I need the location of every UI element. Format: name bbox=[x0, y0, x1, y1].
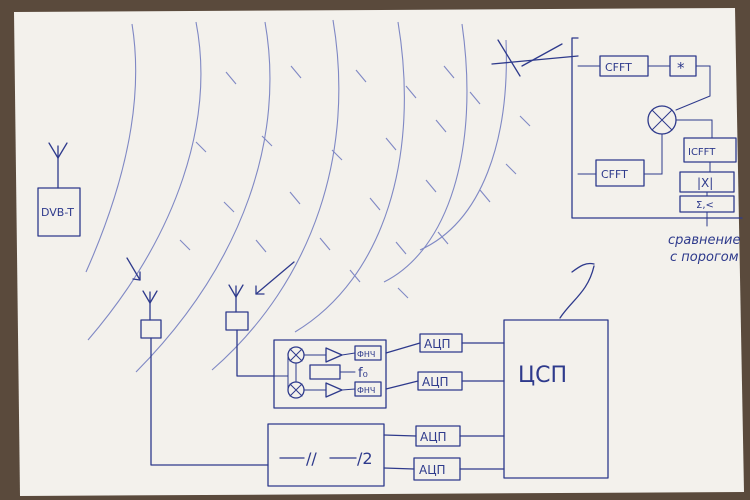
threshold-label: Σ,< bbox=[696, 200, 714, 211]
cfft-bottom-box bbox=[595, 159, 645, 187]
adc-1-label: АЦП bbox=[424, 337, 451, 351]
delay-line-block: // /2 bbox=[267, 423, 385, 487]
adc-3-label: АЦП bbox=[420, 430, 447, 444]
detail-bracket bbox=[571, 37, 743, 219]
abs-label: |X| bbox=[697, 176, 713, 190]
dvbt-box bbox=[37, 187, 81, 237]
correlator-detail: CFFT * CFFT ICFFT |X| Σ,< сравнение с по… bbox=[491, 37, 743, 265]
delay-mark-1: // bbox=[306, 449, 317, 468]
wave-ticks bbox=[179, 65, 531, 299]
iq-block-frame bbox=[273, 339, 387, 409]
compare-caption-line2: с порогом bbox=[670, 250, 739, 265]
dsp-label: ЦСП bbox=[518, 363, 567, 388]
lpf-bottom-label: ФНЧ bbox=[357, 386, 375, 395]
receive-antenna-2 bbox=[225, 261, 295, 331]
adc-4-label: АЦП bbox=[419, 463, 446, 477]
cfft-bottom-label: CFFT bbox=[601, 168, 628, 181]
dvbt-transmitter: DVB-T bbox=[37, 142, 81, 237]
iq-receiver-block: ФНЧ ФНЧ f₀ bbox=[273, 339, 387, 409]
feed-wires bbox=[150, 329, 289, 466]
arrow-2 bbox=[255, 261, 295, 295]
dsp-block: ЦСП bbox=[503, 262, 609, 479]
compare-caption-line1: сравнение bbox=[668, 233, 740, 248]
delay-mark-2: /2 bbox=[357, 449, 373, 468]
antenna-pair-icon bbox=[491, 39, 579, 77]
lo-frequency-label: f₀ bbox=[358, 366, 368, 381]
lpf-top-label: ФНЧ bbox=[357, 350, 375, 359]
dvbt-antenna-icon bbox=[48, 142, 68, 189]
adc-wires bbox=[383, 342, 505, 470]
delay-line-frame bbox=[267, 423, 385, 487]
dvbt-label: DVB-T bbox=[41, 206, 74, 219]
paper-sheet bbox=[14, 8, 744, 496]
dsp-box bbox=[503, 319, 609, 479]
adc-2-label: АЦП bbox=[422, 375, 449, 389]
conjugate-label: * bbox=[677, 59, 685, 77]
dsp-output-arrow bbox=[559, 265, 595, 319]
cfft-top-label: CFFT bbox=[605, 61, 632, 74]
arrow-1 bbox=[126, 257, 141, 281]
icfft-label: ICFFT bbox=[688, 147, 716, 158]
wavefronts bbox=[85, 19, 507, 373]
